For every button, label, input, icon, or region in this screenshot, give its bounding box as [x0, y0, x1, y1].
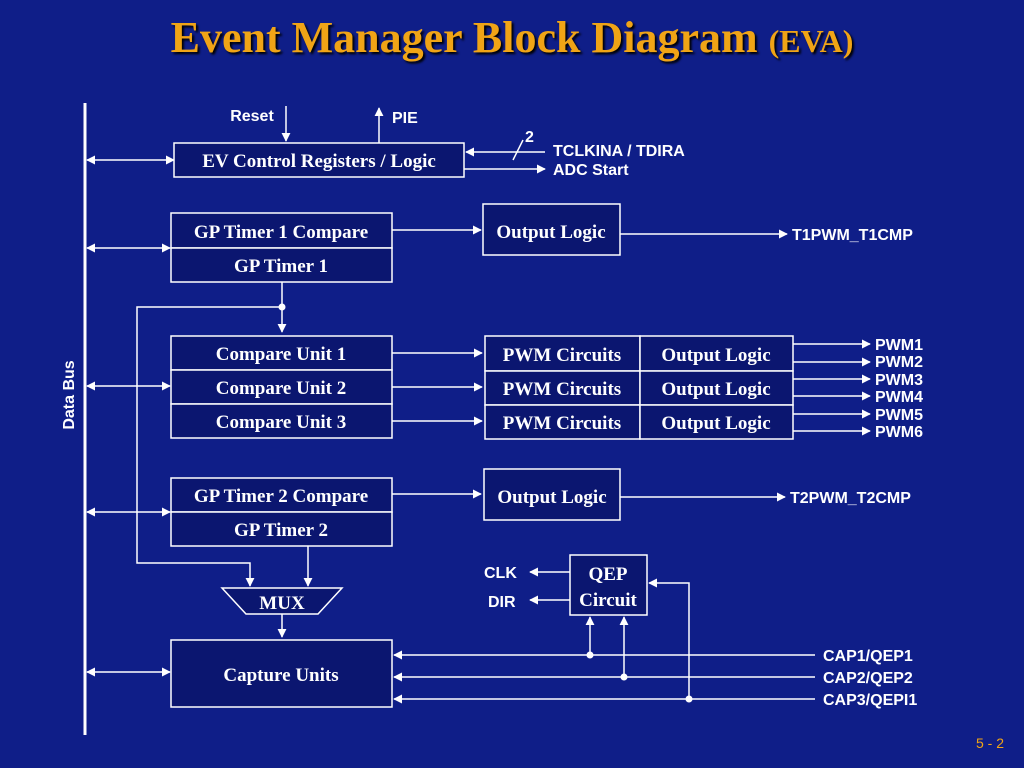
capture-input-label: CAP2/QEP2 [823, 670, 913, 687]
timer2-label: GP Timer 2 [234, 520, 328, 541]
timer1-output-logic-label: Output Logic [496, 222, 605, 243]
data-bus-label: Data Bus [61, 360, 78, 429]
clk-label: CLK [484, 565, 517, 582]
pwm-output-label: PWM5 [875, 407, 923, 424]
bus-width-slash [512, 139, 524, 161]
page-number: 5 - 2 [976, 735, 1004, 751]
qep-label-line2: Circuit [579, 590, 637, 611]
pwm-circuits-label: PWM Circuits [503, 345, 621, 366]
pwm-output-label: PWM1 [875, 337, 923, 354]
timer1-compare-label: GP Timer 1 Compare [194, 222, 368, 243]
compare-unit-label: Compare Unit 1 [216, 344, 347, 365]
pwm-output-logic-label: Output Logic [661, 413, 770, 434]
pwm-output-label: PWM6 [875, 424, 923, 441]
pwm-output-label: PWM3 [875, 372, 923, 389]
title-suffix: (EVA) [768, 23, 854, 59]
timer1-to-mux-line [136, 306, 282, 587]
dir-label: DIR [488, 594, 516, 611]
compare-unit-box [170, 335, 393, 371]
page-title: Event Manager Block Diagram (EVA) [0, 12, 1024, 63]
timer2-compare-label: GP Timer 2 Compare [194, 486, 368, 507]
t1pwm-label: T1PWM_T1CMP [792, 227, 913, 244]
pie-label: PIE [392, 110, 418, 127]
bus-width-label: 2 [525, 129, 534, 146]
t2pwm-label: T2PWM_T2CMP [790, 490, 911, 507]
capture-units-label: Capture Units [223, 665, 338, 686]
compare-unit-label: Compare Unit 3 [216, 412, 347, 433]
qep1-junction-dot [586, 651, 594, 659]
pwm-output-label: PWM4 [875, 389, 923, 406]
pwm-output-logic-box [639, 370, 794, 406]
capture-input-label: CAP1/QEP1 [823, 648, 913, 665]
pwm-output-logic-label: Output Logic [661, 379, 770, 400]
ev-control-box [173, 142, 465, 178]
compare-unit-label: Compare Unit 2 [216, 378, 347, 399]
timer2-output-logic-label: Output Logic [497, 487, 606, 508]
capture-input-label: CAP3/QEPI1 [823, 692, 917, 709]
adc-start-label: ADC Start [553, 162, 629, 179]
mux-label: MUX [259, 593, 305, 614]
pwm-output-logic-label: Output Logic [661, 345, 770, 366]
qepi1-junction-dot [685, 695, 693, 703]
capture-units-box [170, 639, 393, 708]
pwm-circuits-box [484, 370, 641, 406]
qep-label-line1: QEP [588, 564, 627, 585]
pwm-output-logic-box [639, 335, 794, 372]
pwm-circuits-label: PWM Circuits [503, 379, 621, 400]
qep-circuit-box [569, 554, 648, 616]
pwm-output-label: PWM2 [875, 354, 923, 371]
ev-control-label: EV Control Registers / Logic [202, 151, 436, 172]
qep2-junction-dot [620, 673, 628, 681]
qepi1-feed-line [648, 578, 690, 699]
title-main: Event Manager Block Diagram [170, 13, 758, 62]
mux-block [220, 587, 344, 615]
timer1-label: GP Timer 1 [234, 256, 328, 277]
timer1-output-logic-box [482, 203, 621, 256]
timer2-box [170, 511, 393, 547]
tclk-label: TCLKINA / TDIRA [553, 143, 685, 160]
timer2-output-logic-box [483, 468, 621, 521]
pwm-circuits-label: PWM Circuits [503, 413, 621, 434]
reset-label: Reset [230, 108, 274, 125]
compare-unit-box [170, 369, 393, 405]
pwm-output-logic-box [639, 404, 794, 440]
